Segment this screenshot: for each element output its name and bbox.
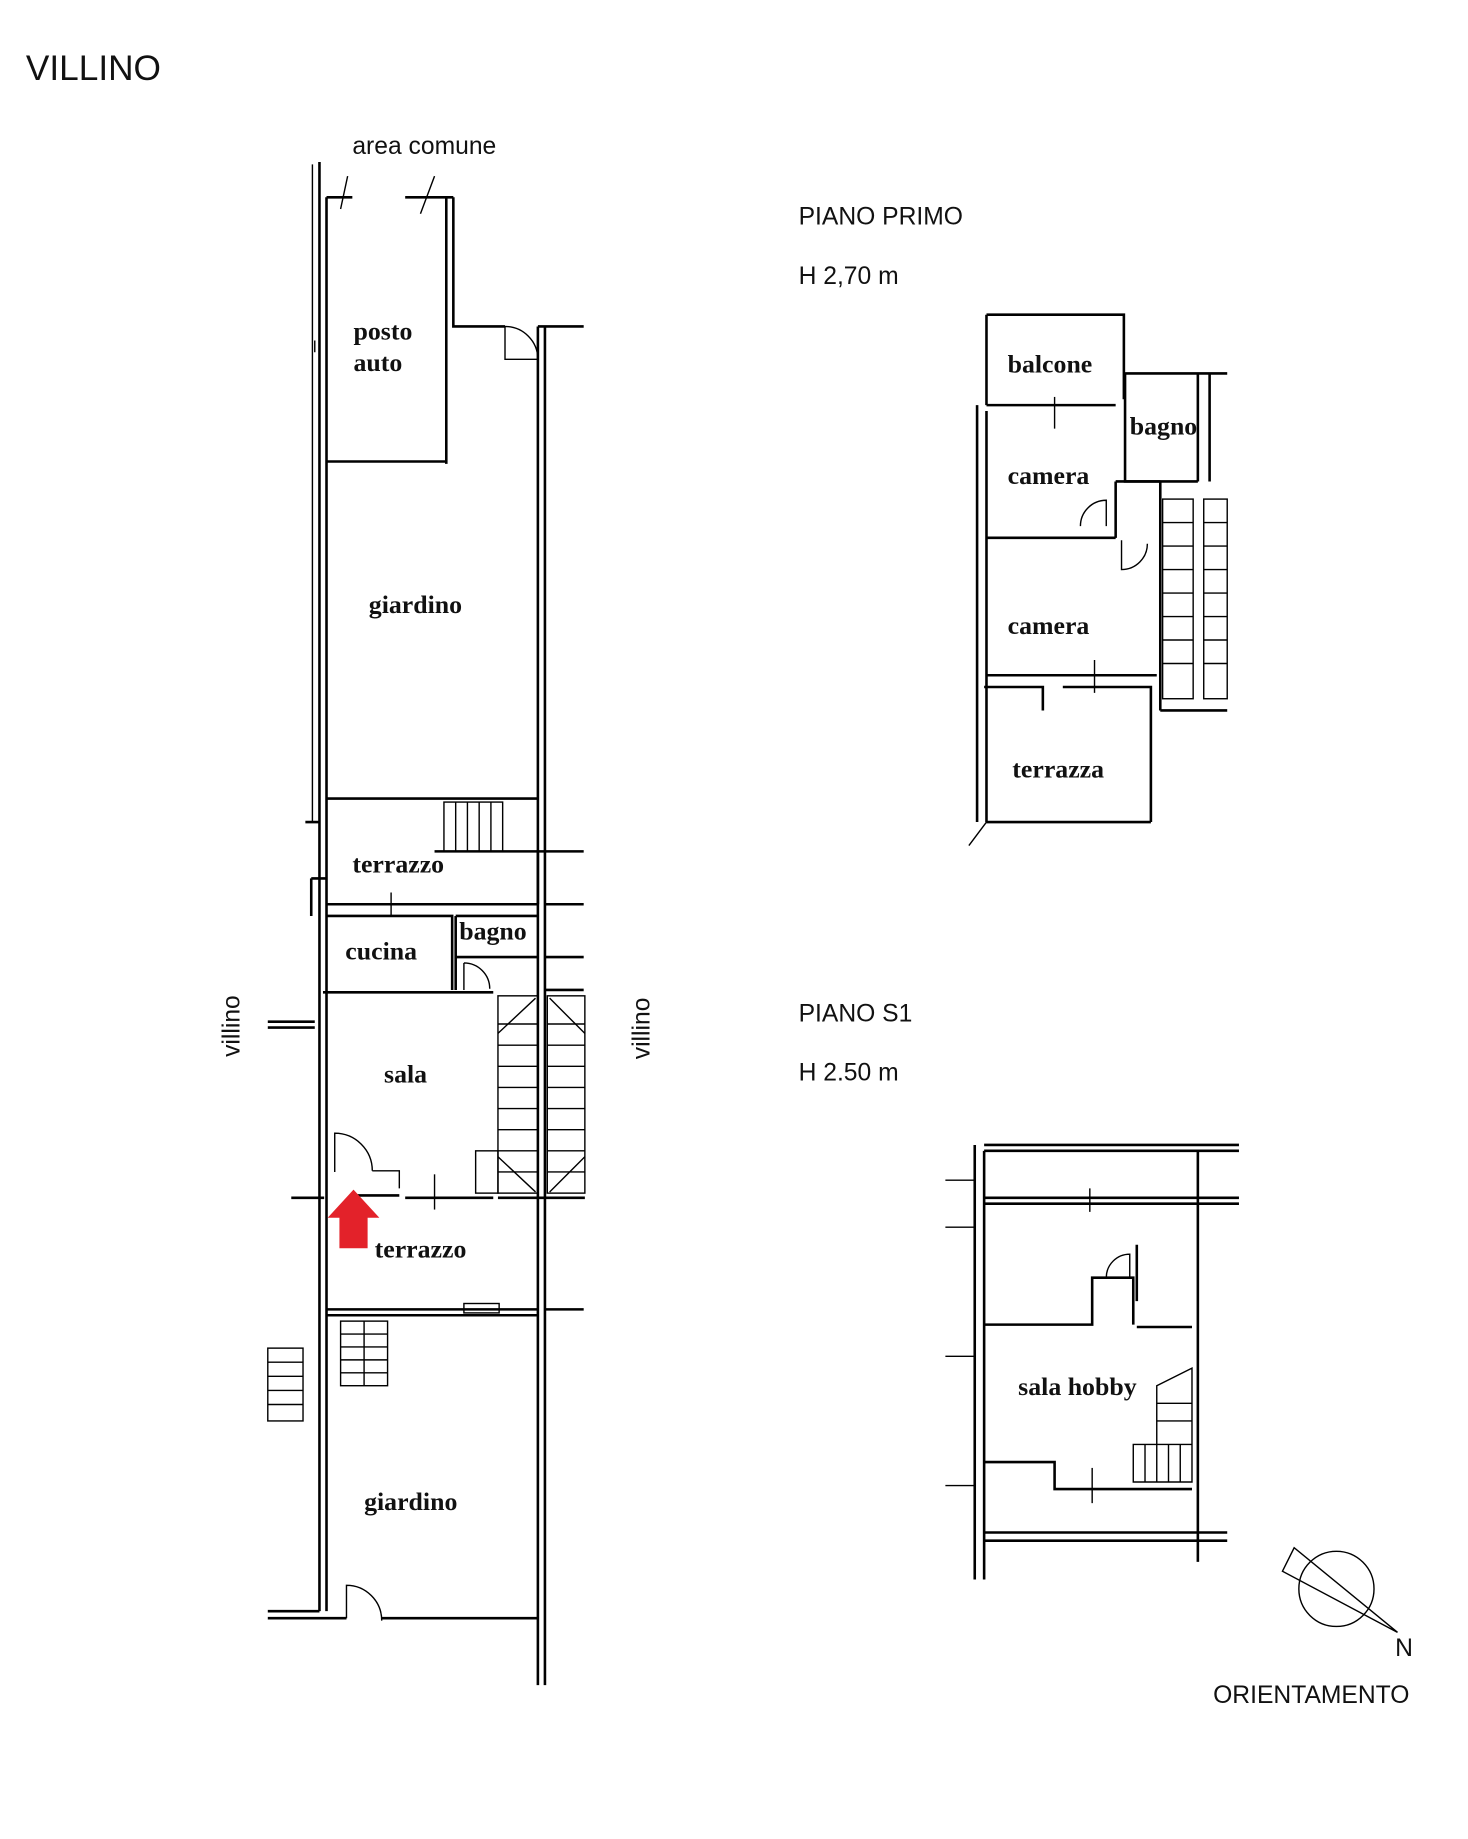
room-label-terrazzo-bottom: terrazzo: [375, 1235, 467, 1264]
stairs-sala: [474, 995, 586, 1194]
room-label-camera-1: camera: [1008, 461, 1090, 490]
room-label-camera-2: camera: [1008, 611, 1090, 640]
basement-title: PIANO S1: [799, 1001, 913, 1028]
stairs-terrazzo: [443, 801, 504, 853]
compass-north-label: N: [1395, 1635, 1413, 1662]
compass-caption: ORIENTAMENTO: [1213, 1682, 1409, 1709]
stairs-basement: [1132, 1366, 1193, 1483]
room-label-bagno: bagno: [459, 916, 526, 945]
ground-floor-plan: area comune: [219, 133, 655, 1686]
room-label-posto: posto: [354, 316, 413, 345]
neighbor-label-left: villino: [219, 995, 246, 1057]
room-label-cucina: cucina: [345, 936, 417, 965]
entrance-arrow: [327, 1189, 380, 1249]
first-floor-height: H 2,70 m: [799, 263, 899, 290]
room-label-terrazza: terrazza: [1012, 754, 1104, 783]
room-label-balcone: balcone: [1008, 349, 1093, 378]
room-label-terrazzo-top: terrazzo: [352, 850, 444, 879]
sheet-title: VILLINO: [26, 49, 161, 88]
stairs-first-floor: [1160, 498, 1228, 712]
first-floor-plan: PIANO PRIMO H 2,70 m balcone bagno camer…: [799, 203, 1228, 846]
stairs-terrazzo-bottom: [267, 1320, 389, 1422]
room-label-giardino-bottom: giardino: [364, 1487, 457, 1516]
first-floor-title: PIANO PRIMO: [799, 203, 963, 230]
area-comune-label: area comune: [352, 133, 496, 160]
room-label-sala-hobby: sala hobby: [1018, 1372, 1137, 1401]
basement-plan: PIANO S1 H 2.50 m sala hobby: [799, 1001, 1239, 1580]
room-label-sala: sala: [384, 1060, 427, 1089]
compass-rose: N ORIENTAMENTO: [1213, 1546, 1413, 1709]
room-label-giardino-top: giardino: [369, 590, 462, 619]
basement-height: H 2.50 m: [799, 1059, 899, 1086]
room-label-auto: auto: [354, 348, 403, 377]
room-label-bagno-first: bagno: [1130, 412, 1197, 441]
neighbor-label-right: villino: [628, 998, 655, 1060]
